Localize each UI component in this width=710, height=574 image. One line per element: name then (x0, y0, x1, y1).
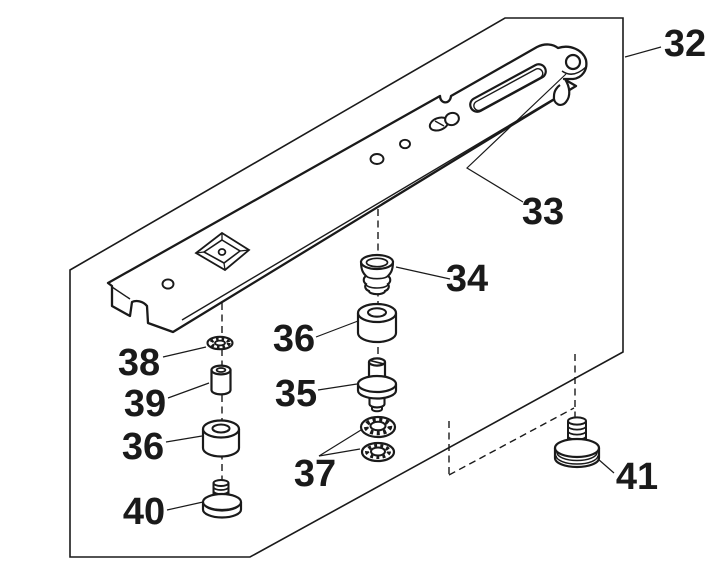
plate-keyhole-feature (428, 111, 460, 132)
callout-41: 41 (616, 456, 658, 498)
leader-37-upper (318, 429, 362, 457)
callout-40: 40 (123, 491, 165, 533)
callout-32: 32 (664, 23, 706, 65)
leader-36-right (315, 320, 359, 338)
part-39-collar (210, 364, 232, 396)
panel-boundary-outline (69, 17, 624, 558)
part-37-lock-washer-lower (360, 441, 396, 463)
callout-38: 38 (118, 342, 160, 384)
part-38-washer (206, 335, 234, 351)
plate-hole-middle-small (399, 138, 411, 150)
leader-40 (166, 501, 204, 511)
plate-tab-hole (564, 53, 582, 71)
callout-33: 33 (522, 191, 564, 233)
plate-hole-left (161, 278, 175, 290)
leader-38 (162, 346, 207, 358)
slide-plate-bracket (106, 43, 588, 334)
leader-37-lower (318, 448, 361, 457)
centerline-right-diagonal (448, 407, 575, 476)
leader-35 (317, 383, 358, 391)
leader-34 (395, 266, 451, 280)
plate-diamond-emboss (194, 231, 251, 272)
plate-channel-inner-edge (111, 286, 131, 300)
callout-37: 37 (294, 453, 336, 495)
leader-41 (597, 458, 615, 474)
leader-36-left (165, 435, 203, 443)
plate-slot (469, 63, 547, 113)
callout-36-right: 36 (273, 318, 315, 360)
part-36-spacer-right (356, 302, 398, 344)
callout-39: 39 (124, 383, 166, 425)
part-37-lock-washer-upper (359, 415, 397, 439)
part-36-spacer-left (201, 419, 241, 458)
callout-34: 34 (446, 258, 488, 300)
part-40-screw (201, 479, 243, 519)
leader-32 (624, 46, 662, 58)
plate-end-flap (552, 78, 571, 106)
callout-35: 35 (275, 373, 317, 415)
callout-36-left: 36 (122, 426, 164, 468)
leader-33 (466, 73, 567, 203)
plate-bend-line (181, 93, 563, 321)
part-34-tapered-bushing (359, 253, 395, 296)
plate-hole-middle (369, 153, 385, 165)
leader-39 (167, 382, 210, 399)
plate-tab-underside-edge (561, 66, 587, 75)
part-41-screw (553, 416, 601, 469)
part-35-shoulder-stud (356, 357, 398, 413)
